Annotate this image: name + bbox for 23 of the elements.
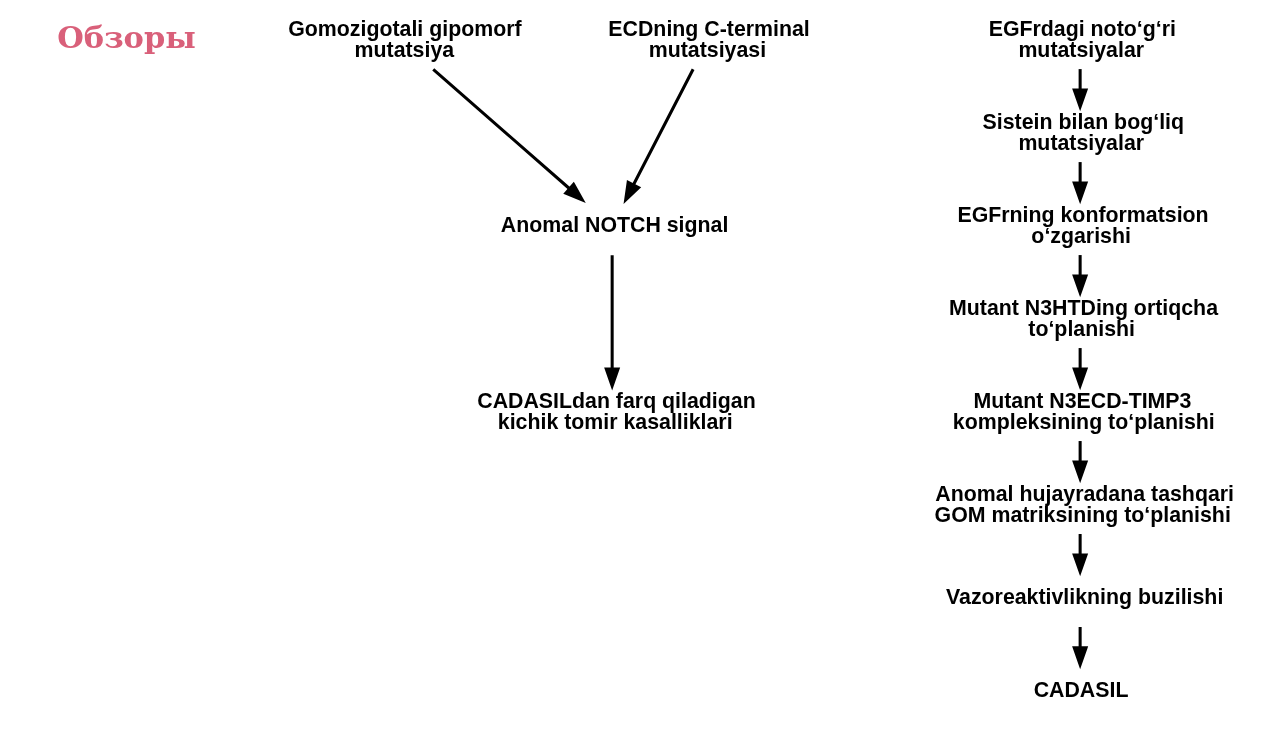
node-text: Anomal hujayradana tashqari GOM matriksining to‘planishi xyxy=(934,481,1234,528)
node-text: Mutant N3HTDing ortiqcha to‘planishi xyxy=(948,295,1218,342)
arrow xyxy=(1071,348,1088,391)
arrow xyxy=(1071,162,1088,205)
arrow xyxy=(1071,534,1088,577)
node-text: CADASIL xyxy=(1033,677,1128,702)
arrow xyxy=(1071,441,1088,484)
label: Обзоры xyxy=(56,18,196,55)
node-text: ECDning C-terminal mutatsiyasi xyxy=(607,16,810,63)
arrow xyxy=(1071,69,1088,112)
arrow xyxy=(431,68,586,203)
node-text: Vazoreaktivlikning buzilishi xyxy=(945,584,1223,609)
arrow xyxy=(603,255,620,391)
node-text: Sistein bilan bog‘liq mutatsiyalar xyxy=(982,109,1184,156)
arrow xyxy=(1071,627,1088,670)
arrow xyxy=(1071,255,1088,298)
node-text: EGFrdagi noto‘g‘ri mutatsiyalar xyxy=(988,16,1176,63)
node-text: Mutant N3ECD-TIMP3 kompleksining to‘planishi xyxy=(952,388,1215,435)
node-text: Gomozigotali gipomorf mutatsiya xyxy=(287,16,522,63)
arrow xyxy=(623,68,694,204)
node-text: CADASILdan farq qiladigan kichik tomir kasalliklari xyxy=(476,388,756,435)
node-text: EGFrning konformatsion o‘zgarishi xyxy=(956,202,1209,249)
node-text: Anomal NOTCH signal xyxy=(500,212,728,237)
